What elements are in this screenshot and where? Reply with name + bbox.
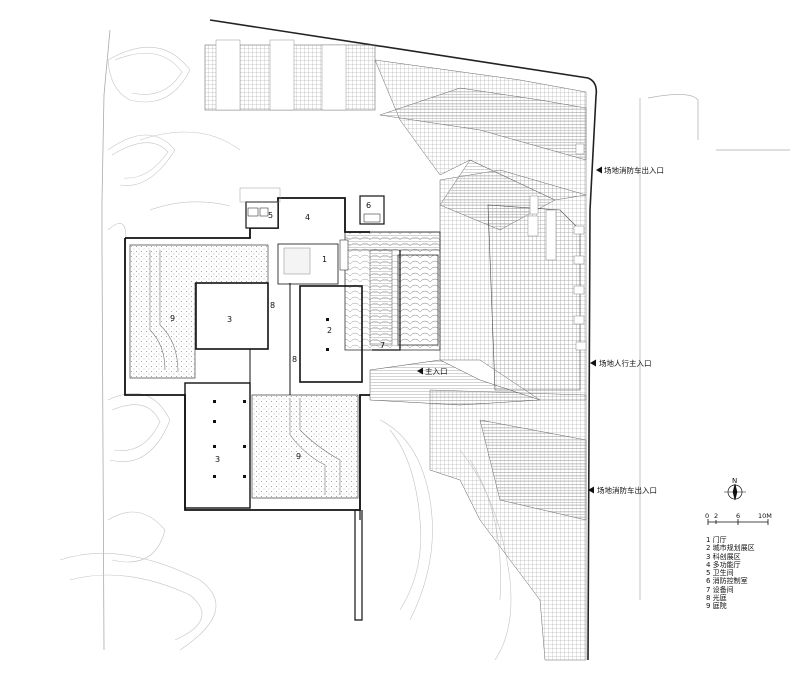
plaza-paving [204, 39, 587, 661]
room-label-5: 5 [268, 211, 273, 220]
legend-item: 5 卫生间 [706, 569, 734, 578]
triangle-left-icon [596, 166, 602, 174]
legend-item: 6 消防控制室 [706, 577, 748, 586]
triangle-left-icon [588, 486, 594, 494]
room-label-7: 7 [380, 341, 385, 350]
room-label-6: 6 [366, 201, 371, 210]
triangle-left-icon [417, 367, 423, 375]
room-label-1: 1 [322, 255, 327, 264]
north-compass: N [724, 477, 746, 501]
legend-item: 9 庭院 [706, 602, 727, 611]
scale-tick-2: 2 [714, 512, 718, 520]
entrance-label-main: 主入口 [425, 366, 448, 376]
scale-bar: 0 2 6 10M [705, 512, 772, 525]
triangle-left-icon [590, 359, 596, 367]
room-label-3-upper: 3 [227, 315, 232, 324]
room-label-8-lower: 8 [292, 355, 297, 364]
scale-tick-0: 0 [705, 512, 709, 520]
legend-item: 7 设备间 [706, 585, 734, 594]
room-legend: 1 门厅 2 城市规划展区 3 科创展区 4 多功能厅 5 卫生间 6 消防控制… [706, 536, 796, 611]
room-label-9-left: 9 [170, 314, 175, 323]
legend-item: 1 门厅 [706, 536, 727, 544]
legend-item: 3 科创展区 [706, 552, 741, 561]
service-block [239, 187, 385, 229]
legend-item: 4 多功能厅 [706, 560, 741, 569]
scale-tick-6: 6 [736, 512, 740, 520]
parking-bays [527, 143, 587, 351]
entrance-label-fire-bottom: 场地消防车出入口 [597, 485, 657, 495]
room-label-8-upper: 8 [270, 301, 275, 310]
entrance-marker-fire-bottom: 场地消防车出入口 [588, 485, 657, 495]
entrance-label-pedestrian: 场地人行主入口 [599, 358, 652, 368]
columns [213, 318, 329, 478]
legend-item: 2 城市规划展区 [706, 544, 755, 553]
compass-needle-icon [724, 483, 746, 501]
scale-bar-line-icon [707, 519, 769, 525]
room-label-9-right: 9 [296, 452, 301, 461]
entrance-marker-main: 主入口 [417, 366, 448, 376]
compass-north-label: N [732, 477, 737, 485]
entrance-label-fire-top: 场地消防车出入口 [604, 165, 664, 175]
entrance-court [344, 231, 441, 351]
legend-item: 8 光庭 [706, 594, 727, 603]
courtyards [129, 244, 359, 499]
scale-tick-10m: 10M [758, 512, 772, 520]
entrance-marker-fire-top: 场地消防车出入口 [596, 165, 664, 175]
room-label-3-lower: 3 [215, 455, 220, 464]
room-label-2: 2 [327, 326, 332, 335]
entrance-marker-pedestrian: 场地人行主入口 [590, 358, 652, 368]
site-boundary [101, 19, 790, 661]
room-label-4: 4 [305, 213, 310, 222]
